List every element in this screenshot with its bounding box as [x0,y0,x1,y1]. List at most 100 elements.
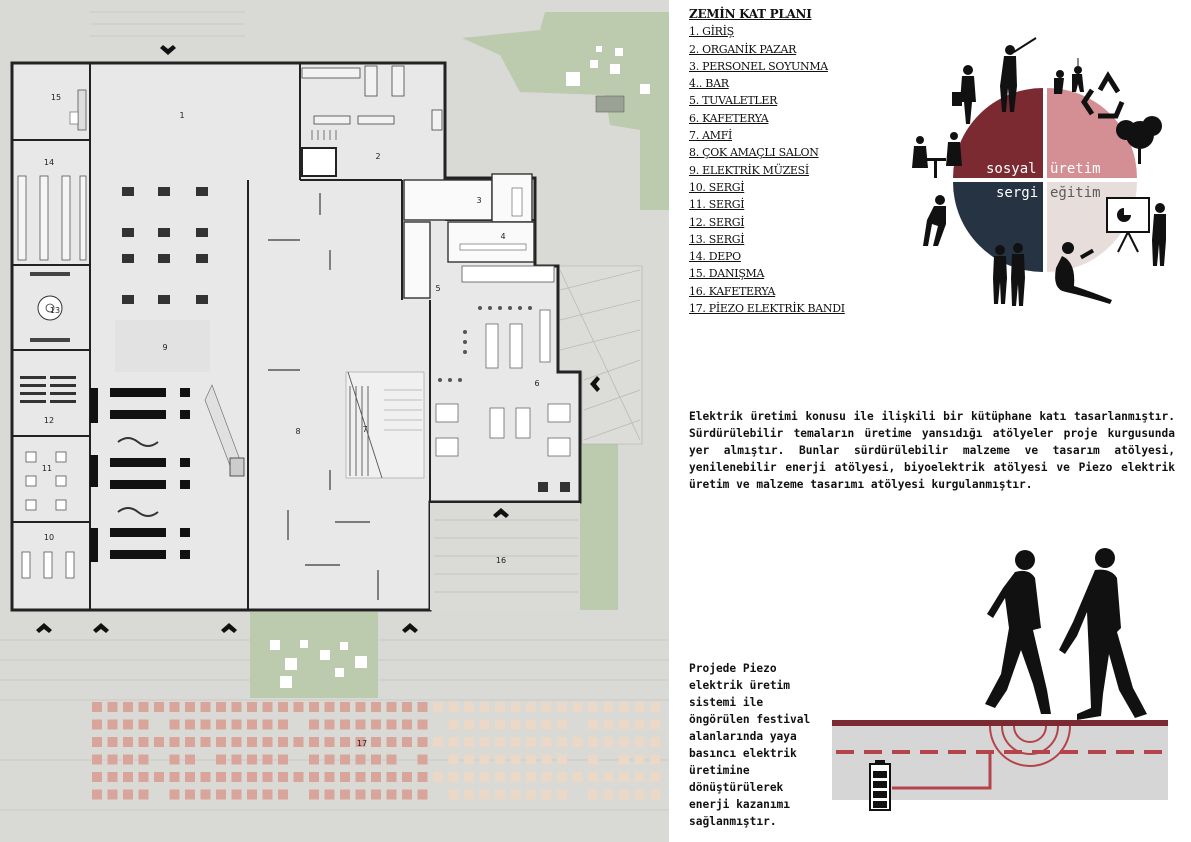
piezo-illustration [832,548,1168,811]
piezo-tile [200,737,211,747]
piezo-tile [619,772,629,782]
legend-title: ZEMİN KAT PLANI [689,7,812,21]
piezo-tile [340,754,350,765]
piezo-tile [123,702,133,712]
piezo-tile [92,772,102,782]
piezo-tile [247,789,257,800]
piezo-tile [433,772,443,782]
piezo-tile [309,719,319,730]
piezo-tile [278,772,288,782]
piezo-tile [619,702,629,712]
piezo-tile [154,737,164,747]
piezo-tile [526,789,536,800]
piezo-tile [557,702,567,712]
room-number-9: 9 [162,343,167,352]
piezo-tile [603,719,614,730]
piezo-tile [464,702,474,712]
piezo-tile [107,754,118,765]
piezo-tile [464,772,474,782]
piezo-tile [231,772,242,782]
piezo-tile [123,789,133,800]
piezo-tile [200,789,211,800]
legend-item: 2. ORGANİK PAZAR [689,42,797,56]
room-number-10: 10 [44,533,54,542]
walking-people [985,548,1147,720]
piezo-tile [138,789,149,800]
room-number-2: 2 [375,152,380,161]
piezo-tile [495,719,505,730]
piezo-tile [138,737,149,747]
room-number-3: 3 [476,196,481,205]
piezo-tile [619,737,629,747]
legend-item: 12. SERGİ [689,215,745,229]
piezo-tile [123,754,133,765]
piezo-tile [309,772,319,782]
piezo-tile [588,789,598,800]
piezo-tile [588,737,598,747]
piezo-tile [247,737,257,747]
piezo-tile [371,789,381,800]
quadrant-label-sosyal: sosyal [986,161,1037,177]
quadrant-sosyal [953,88,1043,178]
presentation-board-icon [1106,197,1150,253]
piezo-tile [448,719,459,730]
piezo-tile [417,702,428,712]
piezo-tile [417,789,428,800]
piezo-tile [293,737,304,747]
legend-item: 13. SERGİ [689,232,745,246]
legend-item: 15. DANIŞMA [689,267,765,281]
piezo-tile [216,772,226,782]
piezo-tile [650,772,660,782]
piezo-tile [355,702,366,712]
piezo-tile [324,737,335,747]
piezo-tile [650,719,660,730]
piezo-tile [603,702,614,712]
piezo-tile [340,772,350,782]
piezo-tile [231,754,242,765]
piezo-tile [464,719,474,730]
piezo-tile [355,789,366,800]
piezo-tile [557,789,567,800]
piezo-tile [634,789,645,800]
piezo-tile [107,789,118,800]
piezo-tile [495,754,505,765]
quadrant-label-uretim: üretim [1050,161,1101,177]
piezo-tile [371,737,381,747]
piezo-tile [278,789,288,800]
piezo-tile [402,719,412,730]
piezo-tile [541,754,552,765]
piezo-tile [324,702,335,712]
piezo-tile [355,719,366,730]
piezo-tile [479,737,490,747]
room-legend: ZEMİN KAT PLANI 1. GİRİŞ 2. ORGANİK PAZA… [689,6,919,317]
piezo-tile [154,702,164,712]
people-silhouettes [912,37,1166,306]
piezo-tile [526,737,536,747]
piezo-tile [603,789,614,800]
piezo-tile [293,772,304,782]
piezo-tile [402,737,412,747]
piezo-tile [510,719,521,730]
piezo-tile [510,737,521,747]
piezo-tile [247,702,257,712]
piezo-tile [169,702,180,712]
piezo-tile [200,772,211,782]
piezo-tile [557,737,567,747]
piezo-tile [634,737,645,747]
piezo-tile [185,737,195,747]
piezo-tile [572,737,583,747]
piezo-tile [262,754,273,765]
piezo-tile [448,702,459,712]
piezo-tile [340,719,350,730]
piezo-tile [417,719,428,730]
piezo-tile [634,719,645,730]
piezo-tile [138,719,149,730]
piezo-tile [402,789,412,800]
piezo-tile [619,754,629,765]
legend-item: 5. TUVALETLER [689,94,778,108]
piezo-tile [479,719,490,730]
piezo-tile [278,754,288,765]
room-number-17: 17 [357,739,367,748]
piezo-tile [417,754,428,765]
piezo-tile [495,737,505,747]
